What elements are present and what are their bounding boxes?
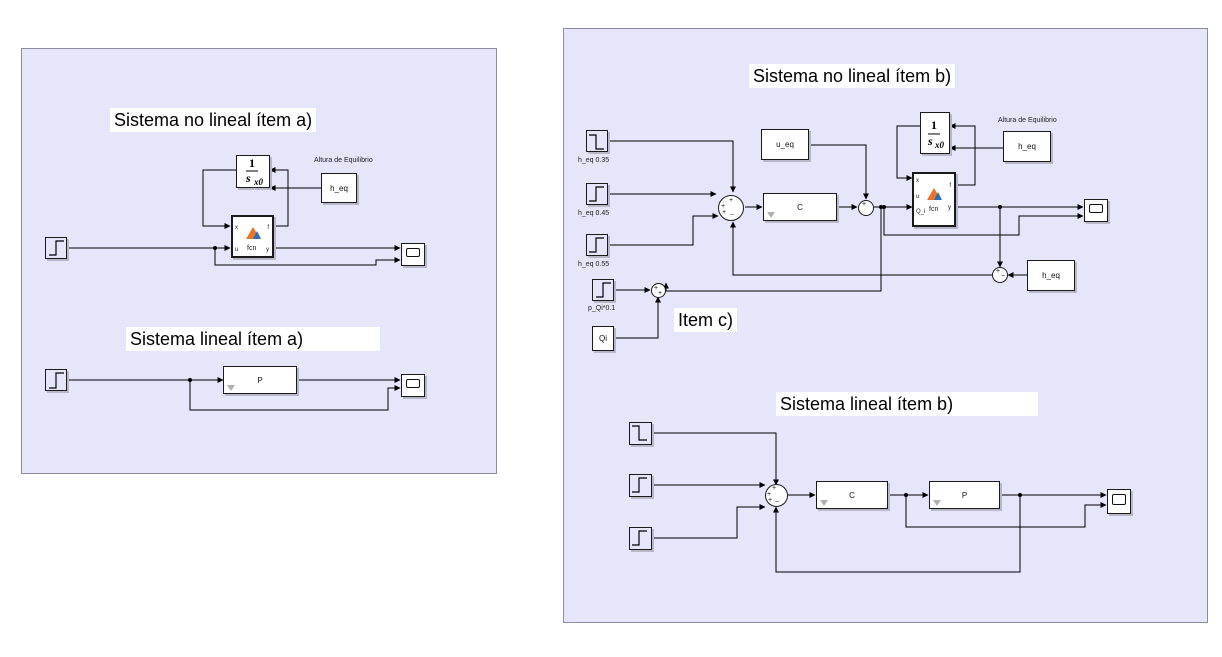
port-u-label: u	[916, 194, 920, 200]
sum-sign: +	[658, 290, 663, 297]
port-y-label: y	[948, 205, 951, 211]
port-f-label: f	[267, 225, 269, 231]
scope-block[interactable]	[401, 243, 425, 266]
controller-label: C	[849, 490, 855, 500]
sum-sign: −	[1001, 273, 1006, 280]
fcn-label: fcn	[247, 245, 257, 252]
title-linear-item-b: Sistema lineal ítem b)	[776, 392, 1038, 416]
controller-block-c[interactable]: C	[816, 481, 888, 509]
sum-sign: +	[721, 203, 726, 210]
arrow-down-icon	[933, 500, 941, 506]
step-block[interactable]	[586, 234, 608, 256]
controller-label: C	[797, 202, 803, 212]
scope-block[interactable]	[1107, 489, 1131, 514]
sum-block[interactable]	[718, 195, 744, 221]
matlab-logo-icon-blue	[252, 231, 261, 239]
integrator-initial-condition: x0	[935, 140, 944, 150]
step-block[interactable]	[586, 183, 608, 205]
integrator-numerator: 1	[931, 118, 937, 132]
integrator-denominator: s	[246, 171, 251, 185]
port-f-label: f	[949, 183, 951, 189]
plant-block-p[interactable]: P	[223, 366, 297, 394]
step-block[interactable]	[629, 422, 652, 445]
matlab-function-block[interactable]: x u Q_i f y fcn	[912, 172, 956, 227]
plant-label: P	[961, 490, 968, 500]
port-x-label: x	[235, 225, 238, 231]
sum-sign: +	[722, 209, 727, 216]
integrator-initial-condition: x0	[254, 177, 263, 187]
ueq-constant-block[interactable]: u_eq	[761, 129, 809, 160]
step-label: h_eq 0.35	[578, 157, 610, 164]
heq-constant-block[interactable]: h_eq	[1027, 260, 1075, 291]
integrator-fraction-bar	[246, 170, 258, 172]
port-y-label: y	[266, 247, 269, 253]
equilibrium-height-label: Altura de Equilibrio	[998, 117, 1057, 124]
sum-sign: +	[654, 285, 659, 292]
integrator-denominator: s	[928, 134, 933, 148]
scope-icon	[406, 248, 420, 257]
plant-label: P	[257, 375, 263, 385]
controller-block-c[interactable]: C	[763, 193, 837, 221]
qi-constant-block[interactable]: Qi	[592, 326, 614, 351]
step-block[interactable]	[45, 237, 67, 259]
plant-block-p[interactable]: P	[929, 481, 1000, 509]
sum-block[interactable]	[651, 283, 666, 298]
port-x-label: x	[916, 178, 919, 184]
step-block[interactable]	[629, 474, 652, 497]
arrow-down-icon	[820, 500, 828, 506]
title-linear-item-a: Sistema lineal ítem a)	[126, 327, 380, 351]
fcn-label: fcn	[929, 206, 939, 213]
equilibrium-height-label: Altura de Equilibrio	[314, 157, 373, 164]
scope-block[interactable]	[401, 374, 425, 397]
scope-block[interactable]	[1084, 199, 1108, 222]
integrator-fraction-bar	[928, 133, 940, 135]
integrator-numerator: 1	[249, 156, 255, 170]
step-block[interactable]	[592, 279, 614, 301]
integrator-block[interactable]: 1 s x0	[236, 155, 270, 188]
title-item-c: Item c)	[674, 308, 738, 332]
title-nonlinear-item-b: Sistema no lineal ítem b)	[749, 64, 956, 88]
step-block[interactable]	[45, 369, 67, 391]
sum-sign: −	[775, 499, 780, 506]
step-block[interactable]	[586, 130, 608, 152]
sum-sign: +	[768, 497, 773, 504]
sum-block[interactable]	[765, 484, 788, 507]
step-label: p_Qi*0.1	[588, 305, 616, 312]
scope-icon	[406, 379, 420, 388]
step-label: h_eq 0.55	[578, 261, 610, 268]
sum-sign: +	[862, 201, 867, 208]
sum-sign: +	[996, 268, 1001, 275]
sum-sign: −	[730, 212, 735, 219]
matlab-function-block[interactable]: x u f y fcn	[231, 215, 274, 258]
step-label: h_eq 0.45	[578, 210, 610, 217]
matlab-logo-icon-blue	[934, 192, 942, 200]
heq-constant-block[interactable]: h_eq	[1003, 131, 1051, 162]
port-qi-label: Q_i	[916, 209, 926, 215]
right-model-area[interactable]	[563, 28, 1208, 623]
sum-sign: +	[767, 491, 772, 498]
step-block[interactable]	[629, 527, 652, 550]
arrow-down-icon	[227, 385, 235, 391]
arrow-down-icon	[767, 212, 775, 218]
heq-constant-block[interactable]: h_eq	[321, 173, 357, 203]
scope-icon	[1089, 204, 1103, 213]
sum-sign: +	[729, 197, 734, 204]
sum-block[interactable]	[992, 267, 1008, 283]
sum-sign: +	[772, 485, 777, 492]
scope-icon	[1112, 494, 1126, 505]
sum-block[interactable]	[858, 200, 874, 216]
integrator-block[interactable]: 1 s x0	[920, 112, 950, 154]
port-u-label: u	[235, 247, 239, 253]
title-nonlinear-item-a: Sistema no lineal ítem a)	[110, 108, 317, 132]
